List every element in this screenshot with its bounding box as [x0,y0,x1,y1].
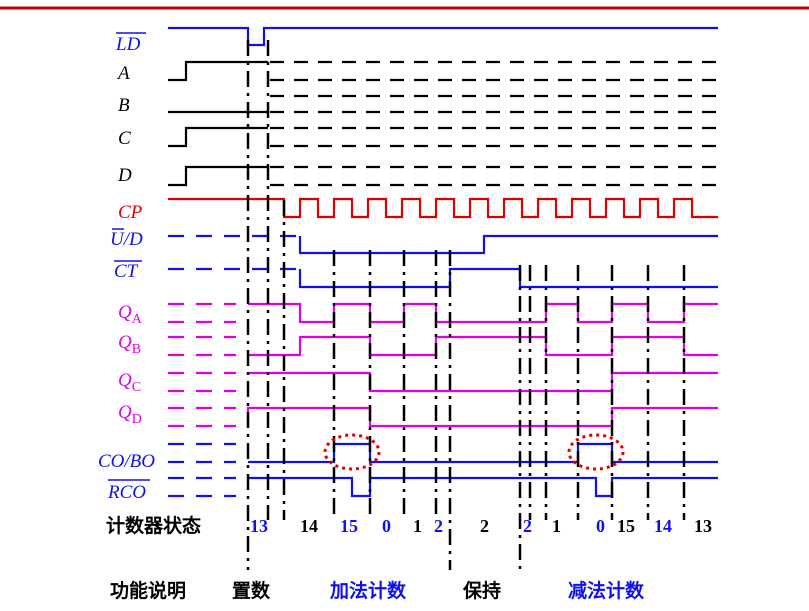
functions-label: 功能说明 [110,579,186,602]
state-2a: 2 [434,516,443,536]
function-count-down: 减法计数 [568,579,645,602]
label-ld: LD [115,34,141,55]
states-label: 计数器状态 [106,514,201,537]
label-b: B [118,95,130,116]
label-qb: QB [118,332,141,357]
counter-states: 计数器状态 13 14 15 0 1 2 2 2 1 0 15 14 13 [106,514,712,537]
waveform-a [168,60,268,82]
borrow-pulse-highlight [567,433,625,471]
label-cobo: CO/BO [98,451,155,472]
label-qd: QD [118,402,142,427]
label-ud: U/D [110,229,143,250]
dont-care-dashes-inputs [270,60,718,187]
carry-pulse-highlight [323,433,381,471]
waveform-d [168,165,268,187]
label-d: D [117,165,132,186]
waveform-c [168,126,268,148]
state-2-hold: 2 [480,516,489,536]
label-c: C [118,128,131,149]
state-13-end: 13 [694,516,712,536]
state-15b: 15 [617,516,635,536]
state-2b: 2 [523,516,532,536]
state-14: 14 [300,516,318,536]
state-15: 15 [340,516,358,536]
function-count-up: 加法计数 [329,579,407,602]
state-14b: 14 [654,516,672,536]
waveform-qb [248,335,718,357]
label-cp: CP [118,202,143,223]
function-hold: 保持 [462,579,501,602]
function-preset: 置数 [232,579,271,602]
state-0b: 0 [596,516,605,536]
state-0: 0 [382,516,391,536]
signal-labels: LD A B C D CP U/D CT QA QB QC QD CO/BO R… [98,32,155,503]
label-a: A [116,63,130,84]
time-markers [246,40,686,570]
waveform-cp [168,197,718,219]
label-qa: QA [118,302,143,327]
waveform-ld [168,26,718,47]
label-ct: CT [114,261,139,282]
state-13-start: 13 [250,516,268,536]
state-1b: 1 [552,516,561,536]
label-qc: QC [118,370,141,395]
waveform-ct [298,267,718,289]
waveform-qc [248,371,718,393]
function-row: 功能说明 置数 加法计数 保持 减法计数 [110,579,645,602]
state-1: 1 [413,516,422,536]
waveform-qd [246,406,718,428]
waveform-ud [298,234,718,255]
label-rco: RCO [107,482,146,503]
